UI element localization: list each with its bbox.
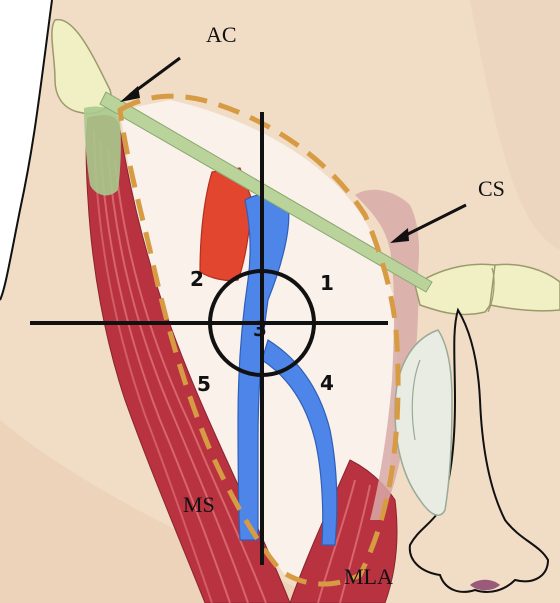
region-1: 1 bbox=[320, 271, 334, 295]
label-ms: MS bbox=[183, 492, 215, 517]
region-5: 5 bbox=[197, 372, 211, 396]
label-mla: MLA bbox=[344, 564, 393, 589]
region-3: 3 bbox=[253, 317, 267, 341]
region-4: 4 bbox=[320, 371, 334, 395]
region-2: 2 bbox=[190, 267, 204, 291]
label-ac: AC bbox=[206, 22, 237, 47]
label-cs: CS bbox=[478, 176, 505, 201]
